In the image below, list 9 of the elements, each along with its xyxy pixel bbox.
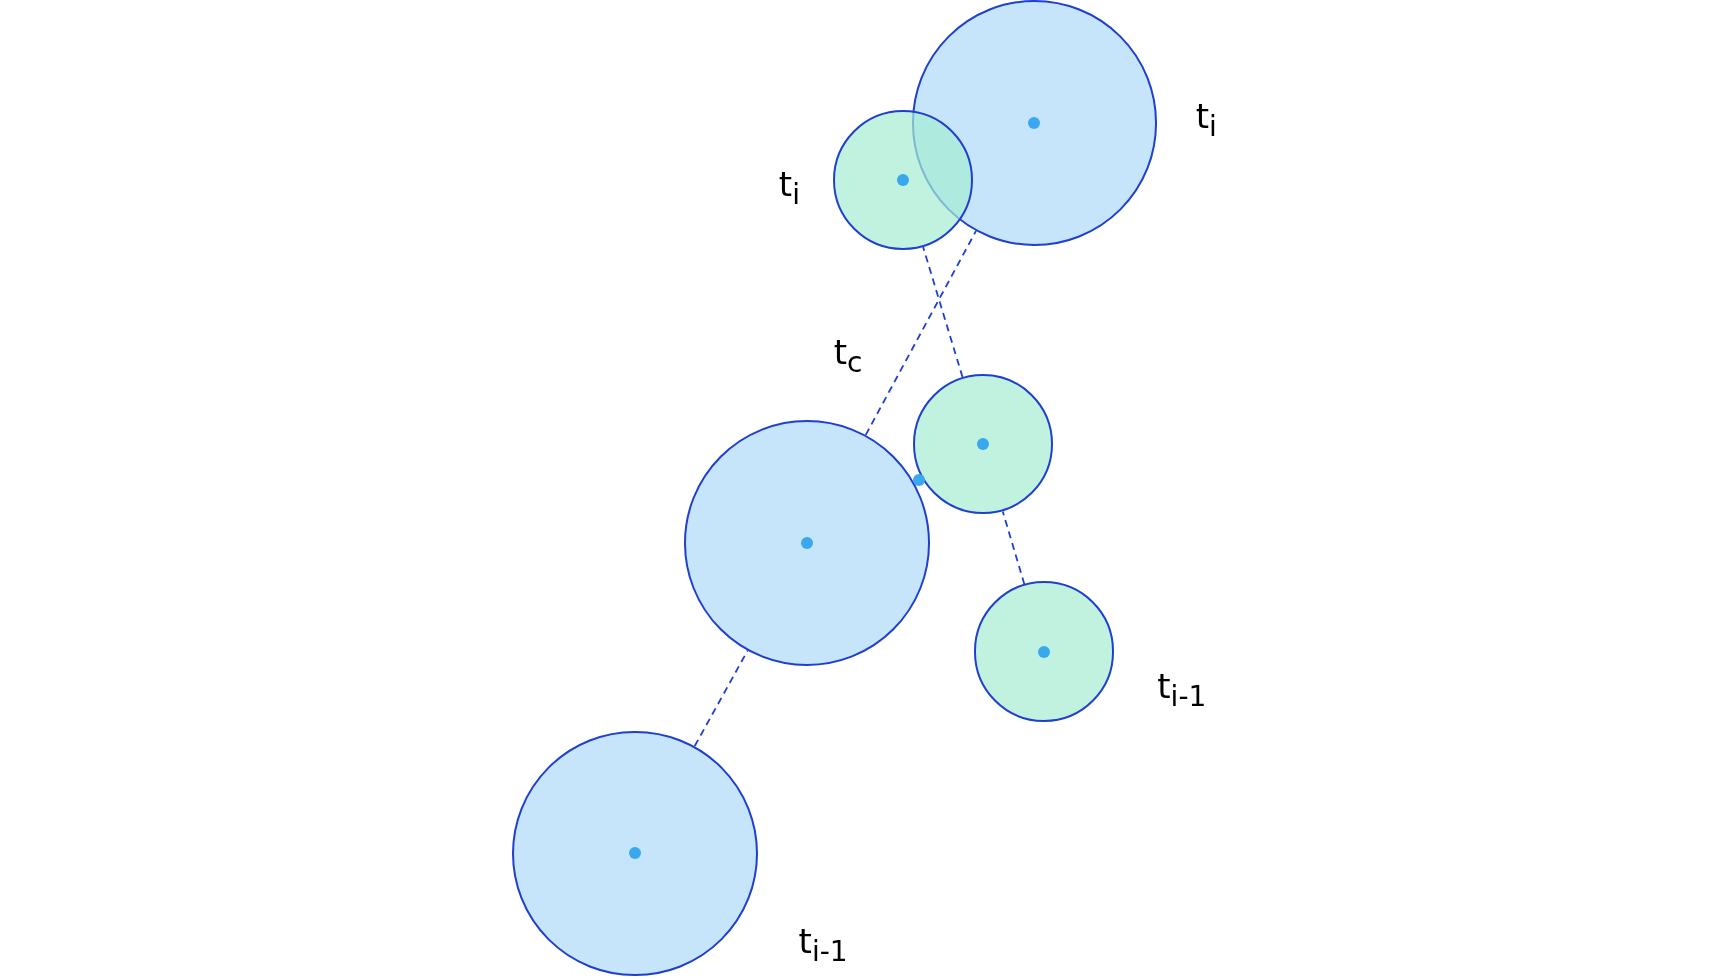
time-label: t$_{c}$ [833,334,863,377]
time-label: t$_{i}$ [1195,98,1217,141]
time-label: t$_{i-1}$ [798,923,848,966]
dashed-line [864,230,977,436]
time-label: t$_{i-1}$ [1157,669,1207,711]
dashed-line [1001,510,1026,586]
time-label: t$_{i}$ [778,166,800,209]
dashed-line [922,246,964,378]
dashed-line [693,649,749,747]
